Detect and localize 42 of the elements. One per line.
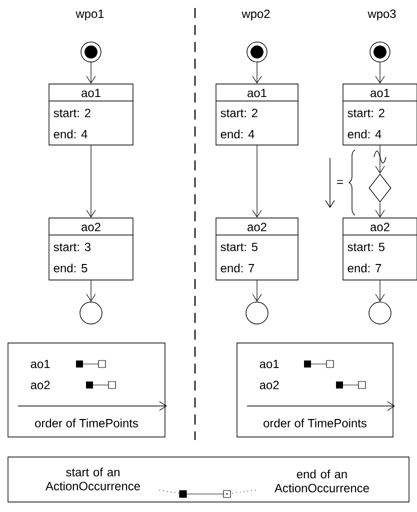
- start-square: [179, 490, 187, 498]
- timeline-box: [8, 342, 166, 438]
- column-title: wpo1: [76, 10, 104, 20]
- activity-box: ao1 start: 2 end: 4: [216, 84, 298, 146]
- arrow: [86, 145, 96, 218]
- arrow: [375, 202, 385, 218]
- arrow: [86, 62, 96, 84]
- arrow: [375, 280, 385, 302]
- arrow: [375, 145, 385, 174]
- leader-line: [159, 490, 180, 494]
- axis-label: order of TimePoints: [35, 418, 138, 428]
- equals-sign: =: [337, 180, 343, 184]
- leader-line: [230, 490, 256, 494]
- legend-box: [8, 456, 410, 502]
- end-circle: [246, 302, 268, 324]
- activity-box: ao2 start: 3 end: 5: [48, 218, 134, 280]
- arrow: [252, 280, 262, 302]
- timeline-box: [236, 342, 394, 438]
- decision-diamond: [368, 174, 392, 202]
- arrow: [252, 145, 262, 218]
- legend-text: start of an ActionOccurrence: [46, 468, 140, 490]
- end-circle: [80, 302, 102, 324]
- start-circle: [370, 42, 390, 62]
- row-label: ao2: [260, 380, 279, 390]
- row-label: ao1: [260, 360, 279, 368]
- column-title: wpo3: [368, 10, 396, 20]
- arrow: [252, 62, 262, 84]
- row-label: ao2: [30, 380, 50, 390]
- activity-box: ao2 start: 5 end: 7: [342, 218, 417, 280]
- arrow: [375, 62, 385, 84]
- arrow: [86, 280, 96, 302]
- end-circle: [368, 302, 392, 324]
- start-circle: [246, 42, 268, 62]
- axis-label: order of TimePoints: [264, 418, 366, 428]
- start-circle: [80, 42, 102, 62]
- activity-box: ao1 start: 2 end: 4: [342, 84, 417, 146]
- activity-box: ao2 start: 5 end: 7: [216, 218, 298, 280]
- activity-box: ao1 start: 2 end: 4: [48, 84, 134, 146]
- column-title: wpo2: [242, 10, 270, 20]
- legend-text: end of an ActionOccurrence: [274, 470, 369, 492]
- end-square: [223, 490, 231, 498]
- row-label: ao1: [30, 360, 50, 368]
